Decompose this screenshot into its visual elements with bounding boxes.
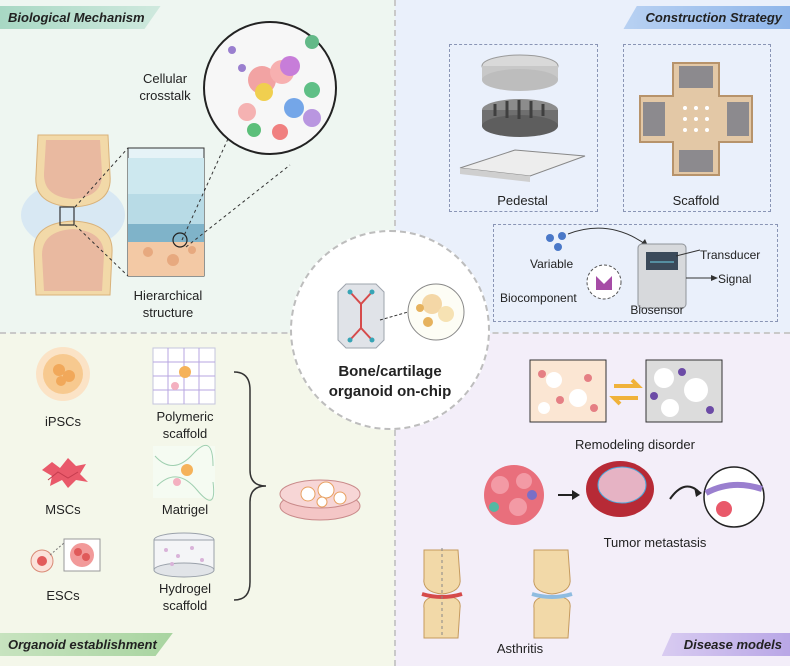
biocomponent-label: Biocomponent (500, 291, 577, 305)
ipscs-illustration (36, 347, 90, 401)
escs-illustration (30, 538, 101, 573)
polymeric-scaffold-label: Polymeric scaffold (150, 408, 220, 442)
pedestal-box (449, 44, 598, 212)
pedestal-label: Pedestal (497, 193, 548, 208)
pedestal-illustration (459, 54, 586, 182)
tumor-metastasis-illustration (484, 461, 765, 528)
center-title-line2: organoid on-chip (328, 383, 452, 400)
biological-mechanism-tag: Biological Mechanism (0, 6, 161, 29)
organoid-chip-illustration (337, 283, 465, 349)
biosensor-illustration (546, 227, 718, 309)
matrigel-illustration (153, 444, 215, 501)
hydrogel-scaffold-label: Hydrogel scaffold (150, 580, 220, 614)
grouping-brace (233, 371, 267, 601)
polymeric-line1: Polymeric (156, 409, 214, 424)
center-title-line1: Bone/cartilage (338, 363, 442, 380)
mscs-illustration (42, 458, 88, 488)
organoid-establishment-tag: Organoid establishment (0, 633, 173, 656)
hierarchical-line1: Hierarchical (133, 288, 203, 303)
hydrogel-line1: Hydrogel (158, 581, 212, 596)
polymeric-line2: scaffold (162, 426, 208, 441)
center-title: Bone/cartilage organoid on-chip (290, 362, 490, 402)
hydrogel-scaffold-illustration (153, 532, 215, 578)
tumor-metastasis-label: Tumor metastasis (603, 535, 707, 550)
scaffold-illustration (639, 62, 753, 176)
construction-strategy-tag: Construction Strategy (623, 6, 790, 29)
biosensor-box (493, 224, 778, 322)
petri-dish-illustration (279, 479, 361, 521)
signal-label: Signal (718, 272, 752, 286)
scaffold-box (623, 44, 771, 212)
disease-models-tag: Disease models (661, 633, 790, 656)
matrigel-label: Matrigel (161, 502, 209, 517)
ipscs-label: iPSCs (44, 414, 82, 429)
cellular-crosstalk-magnifier (203, 21, 337, 155)
magnify-lines (74, 129, 291, 277)
cellular-crosstalk-label: Cellular crosstalk (125, 70, 205, 104)
remodeling-disorder-label: Remodeling disorder (575, 437, 695, 452)
hydrogel-line2: scaffold (162, 598, 208, 613)
biosensor-label: Biosensor (630, 303, 684, 317)
cellular-crosstalk-line1: Cellular (142, 71, 188, 86)
hierarchical-line2: structure (142, 305, 194, 320)
variable-label: Variable (530, 257, 574, 271)
polymeric-scaffold-illustration (152, 347, 216, 405)
scaffold-label: Scaffold (672, 193, 720, 208)
arthritis-illustration (421, 548, 573, 639)
transducer-label: Transducer (700, 248, 761, 262)
hierarchical-structure-label: Hierarchical structure (120, 287, 216, 321)
escs-label: ESCs (46, 588, 80, 603)
joint-illustration (21, 134, 125, 296)
mscs-label: MSCs (45, 502, 81, 517)
arthritis-label: Asthritis (496, 641, 544, 656)
hierarchical-tissue-section (127, 147, 205, 277)
cellular-crosstalk-line2: crosstalk (139, 88, 191, 103)
remodeling-disorder-illustration (529, 359, 723, 423)
